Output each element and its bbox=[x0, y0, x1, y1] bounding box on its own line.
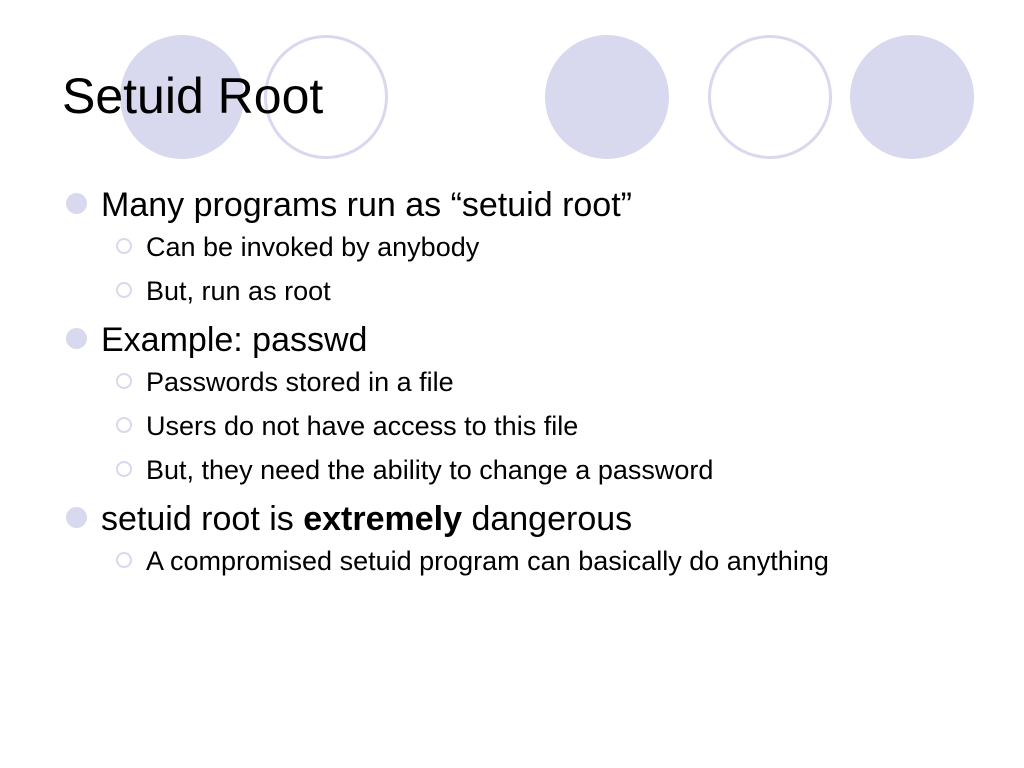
bullet-text-end: dangerous bbox=[462, 500, 633, 538]
bullet-item: Many programs run as “setuid root” bbox=[66, 183, 966, 227]
bullet-text-start: setuid root is bbox=[101, 500, 304, 538]
hollow-circle-bullet-icon bbox=[116, 552, 132, 568]
sub-bullet-item: But, they need the ability to change a p… bbox=[66, 453, 846, 487]
sub-bullet-item: Can be invoked by anybody bbox=[66, 230, 846, 264]
sub-bullet-text: But, run as root bbox=[146, 276, 331, 306]
slide-body: Many programs run as “setuid root” Can b… bbox=[66, 183, 966, 578]
bullet-text: Many programs run as “setuid root” bbox=[101, 186, 632, 224]
hollow-circle-bullet-icon bbox=[116, 373, 132, 389]
sub-bullet-item: A compromised setuid program can basical… bbox=[66, 544, 846, 578]
filled-circle-bullet-icon bbox=[66, 507, 87, 528]
slide-title: Setuid Root bbox=[62, 68, 324, 124]
filled-circle-bullet-icon bbox=[66, 328, 87, 349]
hollow-circle-bullet-icon bbox=[116, 282, 132, 298]
sub-bullet-text: A compromised setuid program can basical… bbox=[146, 546, 829, 576]
bullet-item: setuid root is extremely dangerous bbox=[66, 497, 966, 541]
sub-bullet-text: Can be invoked by anybody bbox=[146, 232, 480, 262]
sub-bullet-item: But, run as root bbox=[66, 274, 846, 308]
bullet-text: Example: passwd bbox=[101, 321, 368, 359]
decorative-circle-ring bbox=[264, 35, 388, 159]
bullet-text-emphasis: extremely bbox=[303, 500, 462, 538]
filled-circle-bullet-icon bbox=[66, 193, 87, 214]
decorative-circle-filled bbox=[545, 35, 669, 159]
decorative-circle-filled bbox=[850, 35, 974, 159]
decorative-circle-filled bbox=[120, 35, 244, 159]
sub-bullet-item: Passwords stored in a file bbox=[66, 365, 846, 399]
hollow-circle-bullet-icon bbox=[116, 417, 132, 433]
bullet-item: Example: passwd bbox=[66, 318, 966, 362]
sub-bullet-text: But, they need the ability to change a p… bbox=[146, 455, 714, 485]
decorative-circle-ring bbox=[708, 35, 832, 159]
sub-bullet-text: Users do not have access to this file bbox=[146, 411, 579, 441]
sub-bullet-item: Users do not have access to this file bbox=[66, 409, 846, 443]
hollow-circle-bullet-icon bbox=[116, 238, 132, 254]
hollow-circle-bullet-icon bbox=[116, 461, 132, 477]
sub-bullet-text: Passwords stored in a file bbox=[146, 367, 454, 397]
